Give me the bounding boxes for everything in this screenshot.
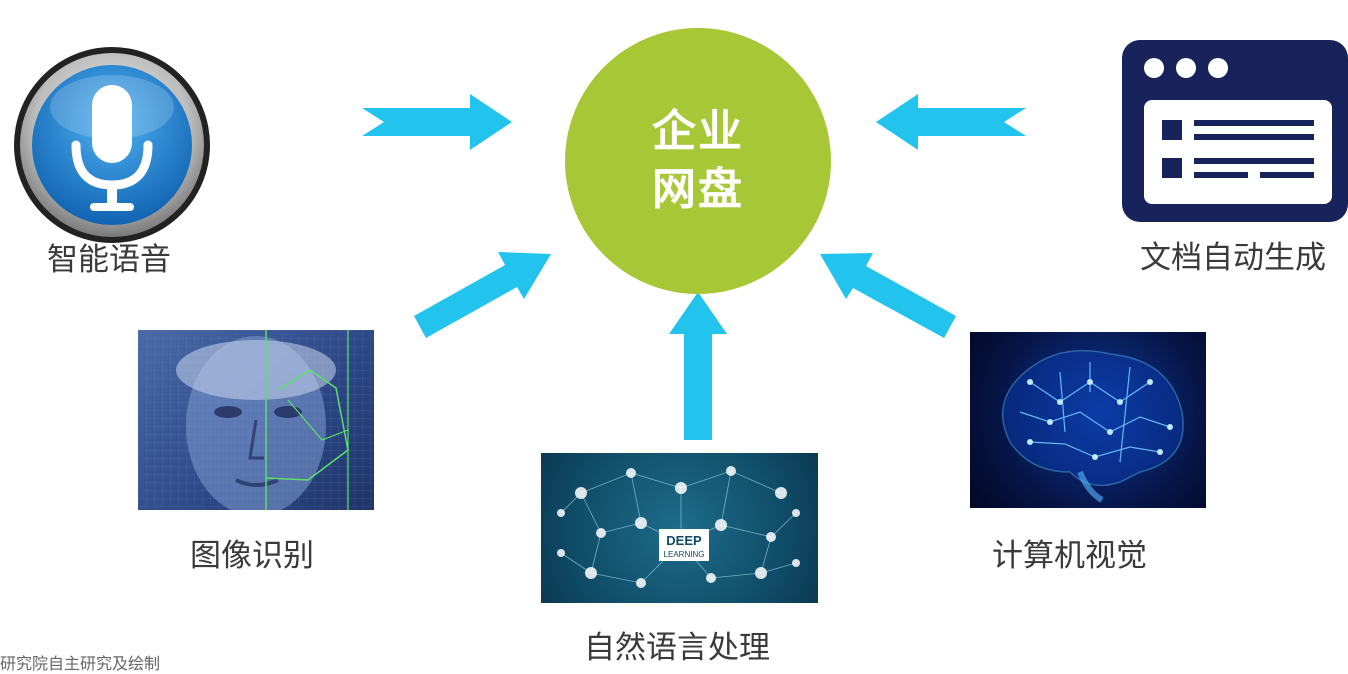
arrow-doc-to-center	[876, 94, 1026, 150]
label-doc-generation: 文档自动生成	[1140, 240, 1326, 276]
arrow-image-to-center	[414, 252, 551, 338]
arrow-vision-to-center	[820, 253, 956, 338]
arrow-voice-to-center	[362, 94, 512, 150]
label-nlp: 自然语言处理	[584, 630, 770, 666]
document-window-icon	[1122, 40, 1348, 222]
arrow-nlp-to-center	[669, 292, 727, 440]
center-title-line1: 企业	[652, 106, 744, 157]
label-image-recognition: 图像识别	[190, 538, 314, 574]
face-scan-image	[138, 330, 374, 510]
deep-learning-network-image: DEEP LEARNING	[541, 453, 818, 603]
label-computer-vision: 计算机视觉	[992, 538, 1147, 574]
source-footnote: 研究院自主研究及绘制	[0, 654, 161, 673]
microphone-icon	[14, 47, 210, 243]
learning-text: LEARNING	[664, 550, 705, 559]
deep-text: DEEP	[666, 533, 702, 548]
circuit-brain-image	[970, 332, 1206, 508]
label-voice: 智能语音	[47, 242, 171, 278]
center-title-line2: 网盘	[652, 164, 744, 215]
center-node-enterprise-drive: 企业 网盘	[565, 28, 831, 294]
